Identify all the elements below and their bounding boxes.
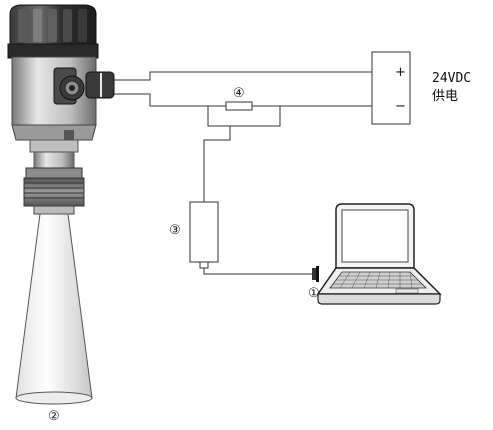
usb-plug-callout: ①: [308, 286, 320, 301]
modem-tap-wire: [207, 106, 281, 127]
modem-lead: [203, 126, 231, 202]
process-thread: [23, 167, 85, 215]
horn-antenna: [15, 213, 93, 405]
cable-gland: [53, 67, 115, 105]
loop-wire-left: [112, 93, 226, 107]
horn-antenna-callout: ②: [48, 409, 60, 424]
sensor-neck: [29, 139, 79, 169]
negative-symbol: −: [395, 99, 406, 114]
hart-modem-callout: ③: [169, 223, 181, 238]
supply-voltage-label: 24VDC: [432, 71, 471, 86]
resistor-callout: ④: [233, 86, 245, 101]
load-resistor: [225, 101, 253, 111]
wiring: [112, 70, 390, 275]
housing-cap: [7, 4, 99, 59]
positive-symbol: +: [395, 65, 406, 80]
positive-wire: [112, 71, 386, 81]
radar-level-transmitter: [7, 4, 115, 405]
supply-label: 供电: [432, 89, 458, 104]
usb-plug: [312, 266, 319, 282]
laptop: [316, 203, 442, 305]
hart-modem: [189, 201, 219, 269]
power-supply-box: [371, 51, 411, 125]
usb-cable: [203, 268, 312, 275]
